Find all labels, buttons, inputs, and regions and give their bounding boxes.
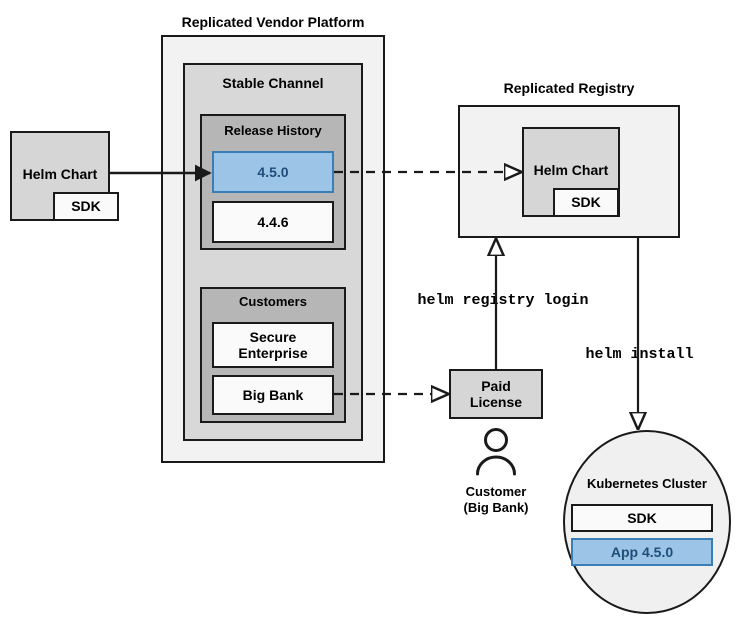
replicated-registry-title: Replicated Registry [503,80,635,96]
customer-actor-caption-line1: Customer [465,484,527,499]
paid-license-box[interactable]: Paid License [449,369,543,419]
kubernetes-cluster-label: Kubernetes Cluster [587,476,707,491]
vendor-platform-title: Replicated Vendor Platform [181,14,365,30]
release-history-label: Release History [224,123,322,138]
command-helm-registry-login: helm registry login [417,292,589,309]
cluster-component-sdk[interactable]: SDK [571,504,713,532]
customers-label: Customers [239,294,307,309]
customer-item-big-bank[interactable]: Big Bank [212,375,334,415]
release-item-4-5-0[interactable]: 4.5.0 [212,151,334,193]
command-helm-install: helm install [585,346,694,363]
person-icon [476,428,516,476]
customer-actor-caption-line2: (Big Bank) [463,500,529,515]
helm-chart-source-sdk-box[interactable]: SDK [53,192,119,221]
cluster-component-app[interactable]: App 4.5.0 [571,538,713,566]
release-item-4-4-6[interactable]: 4.4.6 [212,201,334,243]
customer-item-secure-enterprise[interactable]: Secure Enterprise [212,322,334,368]
registry-sdk-box[interactable]: SDK [553,188,619,217]
stable-channel-label: Stable Channel [222,75,324,91]
